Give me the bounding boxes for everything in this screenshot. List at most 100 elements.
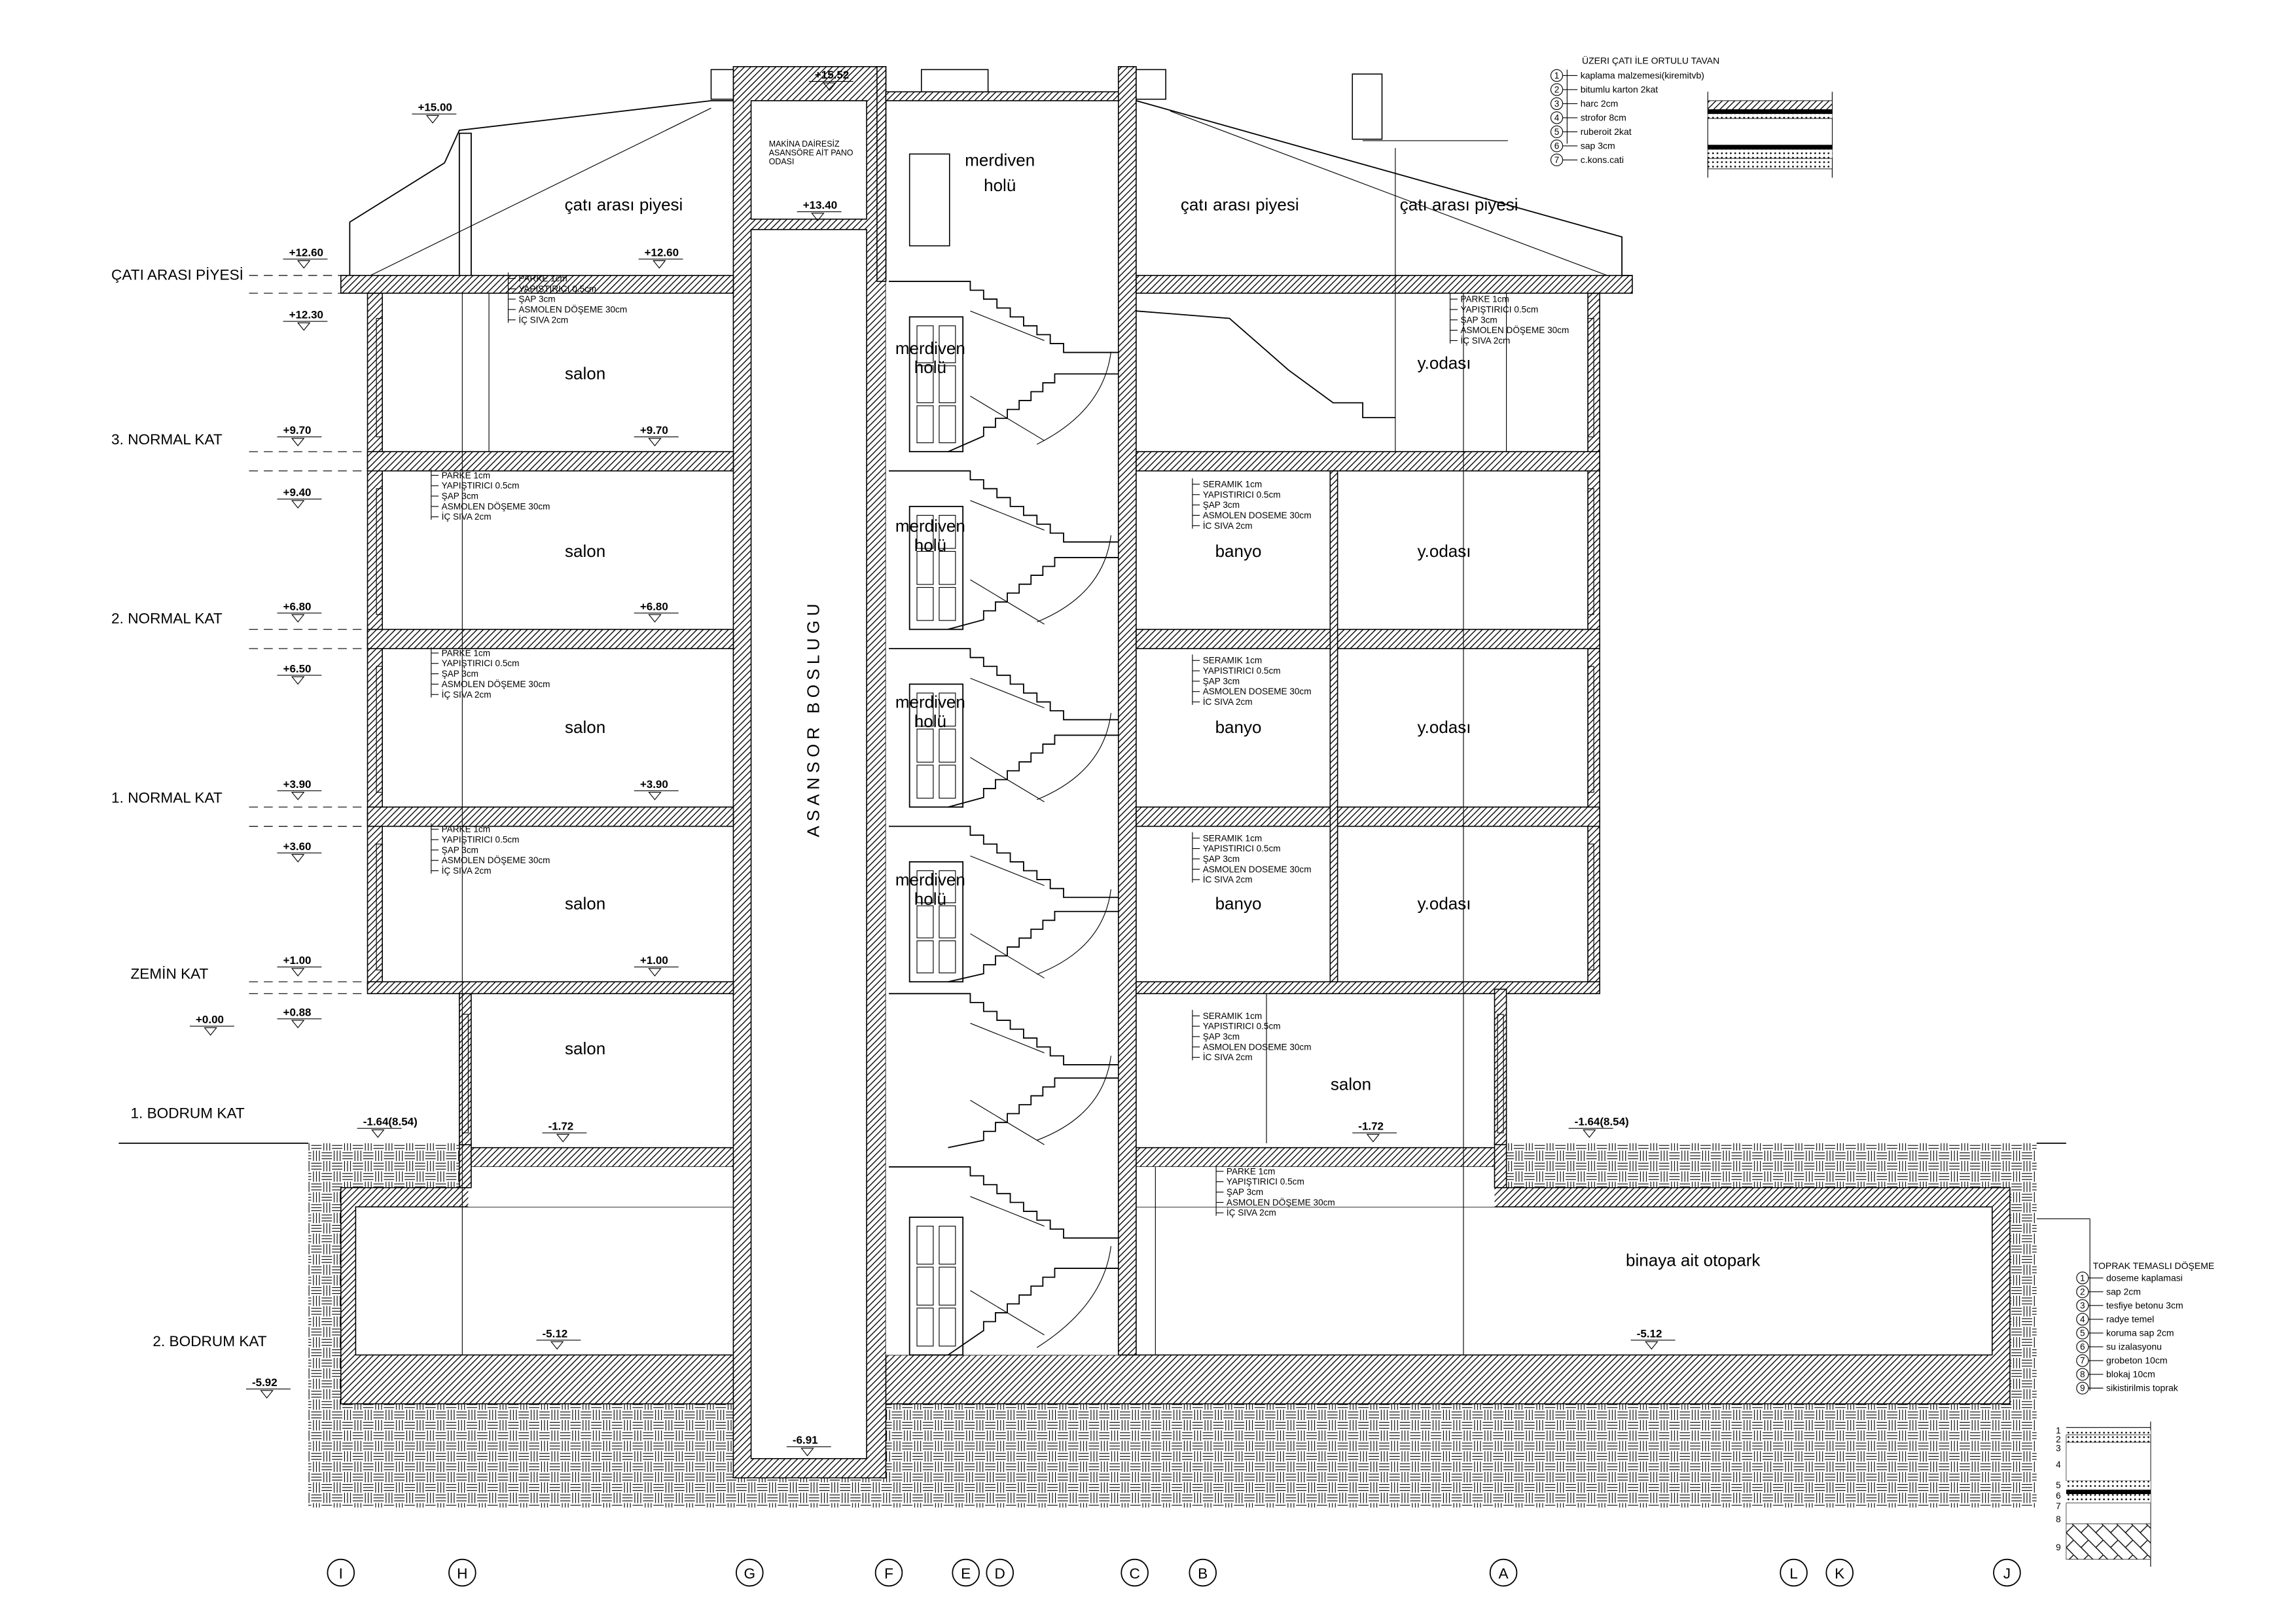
legend-number: 4 [2080, 1314, 2085, 1324]
layer-note-line: İC SIVA 2cm [1203, 1052, 1253, 1062]
door-panel [916, 764, 934, 799]
grid-axis-bubble: E [952, 1558, 980, 1587]
legend-item: koruma sap 2cm [2106, 1327, 2174, 1338]
door-panel [916, 365, 934, 404]
stair-handrail-curve [1037, 351, 1111, 445]
legend-item: grobeton 10cm [2106, 1355, 2167, 1366]
layer-note-line: ŞAP 3cm [1460, 315, 1497, 325]
grid-axis-label: K [1835, 1565, 1844, 1582]
stair-roof-window [908, 153, 950, 247]
legend-item: bitumlu karton 2kat [1581, 84, 1659, 94]
layer-note-line: İÇ SIVA 2cm [518, 315, 568, 325]
svg-text:1: 1 [2056, 1425, 2061, 1435]
room-label: holü [914, 889, 946, 909]
door [908, 1217, 964, 1356]
stair-railing [970, 855, 1045, 979]
door-panel [916, 514, 934, 549]
svg-text:2: 2 [2056, 1435, 2061, 1444]
layer-note-line: SERAMIK 1cm [1203, 656, 1262, 666]
grid-axis-bubble: K [1825, 1558, 1854, 1587]
room-label: merdiven [895, 516, 965, 535]
door-panel [939, 514, 956, 549]
level-label: 1. NORMAL KAT [111, 789, 223, 806]
windows [376, 317, 1594, 1133]
stair-space [886, 281, 1119, 1355]
legend-number: 4 [1554, 113, 1560, 122]
elevation-triangle-icon [204, 1027, 217, 1036]
elevation-marker: +15.00 [412, 101, 457, 124]
elevation-marker: +15.52 [808, 69, 853, 91]
elevation-value: +15.00 [418, 101, 452, 114]
grid-axis-bubble: F [874, 1558, 903, 1587]
grid-axis-bubble: G [736, 1558, 764, 1587]
elevation-value: +12.60 [289, 246, 323, 259]
room-label: merdiven [895, 870, 965, 889]
elevation-marker: +12.60 [283, 246, 328, 269]
stair-flight [889, 470, 1119, 543]
room-label: merdiven [965, 150, 1035, 169]
layer-note-line: SERAMIK 1cm [1203, 1011, 1262, 1021]
grid-axis-label: J [2003, 1565, 2011, 1582]
elevation-value: +9.70 [283, 424, 312, 437]
layer-note-line: ŞAP 3cm [1203, 854, 1240, 864]
grid-axis-label: D [995, 1565, 1005, 1582]
elevation-value: +3.90 [283, 778, 312, 791]
elevation-triangle-icon [1366, 1133, 1380, 1143]
elevation-value: +12.30 [289, 308, 323, 321]
chimney-right [1352, 73, 1383, 140]
elevation-marker: +6.50 [277, 662, 322, 685]
stair-left-wall-top [876, 66, 887, 282]
layer-note-line: ŞAP 3cm [1203, 500, 1240, 510]
roof-legend-title: ÜZERI ÇATI İLE ORTULU TAVAN [1582, 54, 1719, 65]
layer-note-line: PARKE 1cm [1460, 294, 1509, 304]
layer-note-line: İC SIVA 2cm [1203, 521, 1253, 531]
elevation-marker: -1.64(8.54) [357, 1116, 418, 1138]
elevation-value: -1.72 [1358, 1120, 1384, 1132]
elevation-triangle-icon [823, 82, 836, 91]
layer-note-line: İÇ SIVA 2cm [442, 512, 492, 522]
room-labels: çatı arası piyesi çatı arası piyesi çatı… [565, 150, 1761, 1270]
chimney-mid [1136, 69, 1166, 100]
legend-item: sap 3cm [1581, 140, 1615, 151]
legend-number: 5 [1554, 127, 1560, 137]
layer-note-line: ASMOLEN DOSEME 30cm [1203, 1042, 1312, 1052]
legend-item: sikistirilmis toprak [2106, 1383, 2179, 1393]
elevation-marker: +3.90 [634, 778, 679, 800]
roof-layer-swatch [1707, 92, 1833, 178]
stair-flight [948, 910, 1119, 983]
elevation-triangle-icon [648, 968, 662, 977]
door-panel [939, 325, 956, 363]
room-label: salon [1331, 1074, 1371, 1094]
legend-number: 1 [1554, 71, 1560, 80]
layer-note-line: ŞAP 3cm [518, 294, 555, 304]
door-panel [939, 870, 956, 904]
elevation-triangle-icon [291, 676, 305, 685]
elevation-value: +3.90 [640, 778, 668, 791]
layer-note-line: İÇ SIVA 2cm [1460, 336, 1510, 346]
elevation-value: +6.50 [283, 662, 312, 675]
svg-text:7: 7 [2056, 1501, 2061, 1511]
layer-note-line: PARKE 1cm [442, 648, 490, 658]
layer-note-line: İÇ SIVA 2cm [442, 866, 492, 876]
legend-number: 7 [1554, 155, 1560, 165]
elevation-marker: +13.40 [797, 199, 842, 222]
legend-item: su izalasyonu [2106, 1342, 2162, 1352]
stair-right-wall [1117, 66, 1137, 1356]
legend-number: 8 [2080, 1370, 2085, 1380]
door-panel [916, 1266, 934, 1306]
room-label: salon [565, 717, 605, 737]
room-label: holü [914, 357, 946, 377]
elevation-marker: -5.12 [1630, 1327, 1676, 1350]
elevation-marker: +12.60 [638, 246, 683, 269]
door-panel [939, 905, 956, 938]
stair-flight [889, 648, 1119, 721]
legend-number: 9 [2080, 1383, 2085, 1393]
layer-note-line: İÇ SIVA 2cm [1227, 1208, 1276, 1218]
elevator-shaft-label: ASANSOR BOSLUGU [804, 599, 823, 838]
